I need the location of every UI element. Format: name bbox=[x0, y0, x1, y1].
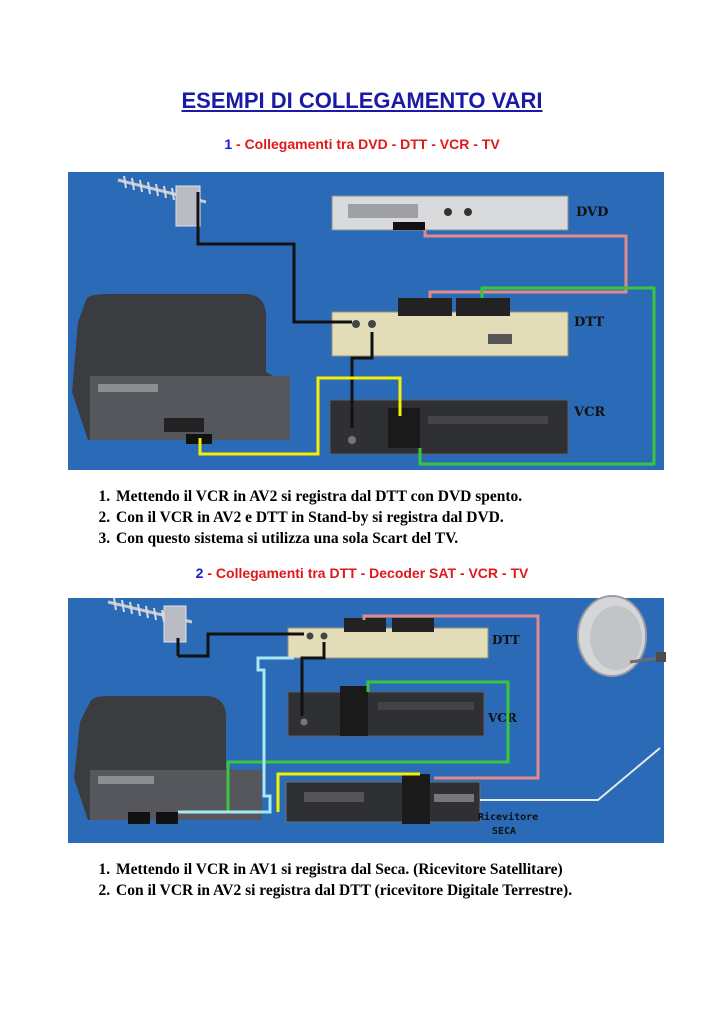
note-item: Mettendo il VCR in AV2 si registra dal D… bbox=[114, 486, 522, 507]
section1-notes: Mettendo il VCR in AV2 si registra dal D… bbox=[90, 486, 522, 549]
section1-heading-text: Collegamenti tra DVD - DTT - VCR - TV bbox=[244, 136, 500, 152]
lightblue-scart-cable bbox=[178, 656, 294, 814]
dtt-decoder-icon: DTT bbox=[287, 618, 520, 659]
receiver-label-line2: SECA bbox=[492, 826, 516, 837]
diagram-dtt-sat-vcr-tv: DTT VCR Ricevitore SECA bbox=[68, 597, 664, 843]
diagram2-svg: DTT VCR Ricevitore SECA bbox=[74, 597, 661, 837]
dtt-label: DTT bbox=[492, 633, 520, 647]
tv-icon bbox=[74, 696, 262, 824]
section2-notes: Mettendo il VCR in AV1 si registra dal S… bbox=[90, 859, 572, 901]
yellow-scart-cable bbox=[276, 772, 420, 812]
section1-separator: - bbox=[232, 136, 245, 152]
note-item: Mettendo il VCR in AV1 si registra dal S… bbox=[114, 859, 572, 880]
diagram-dvd-dtt-vcr-tv: DVD DTT VCR bbox=[68, 172, 664, 470]
green-scart-cable bbox=[418, 286, 656, 466]
section2-number: 2 bbox=[195, 565, 204, 581]
tv-icon bbox=[72, 294, 290, 444]
pink-scart-cable bbox=[423, 230, 628, 298]
note-item: Con il VCR in AV2 si registra dal DTT (r… bbox=[114, 880, 572, 901]
yellow-scart-cable bbox=[198, 376, 402, 456]
antenna-cable bbox=[178, 632, 304, 658]
diagram1-svg: DVD DTT VCR bbox=[72, 175, 656, 466]
pink-scart-cable bbox=[362, 614, 540, 780]
vcr-icon: VCR bbox=[329, 399, 605, 455]
vcr-label: VCR bbox=[573, 405, 605, 420]
vcr-icon: VCR bbox=[287, 686, 518, 737]
rf-cable bbox=[300, 642, 326, 716]
satellite-cable bbox=[480, 747, 661, 801]
section2-heading-text: Collegamenti tra DTT - Decoder SAT - VCR… bbox=[215, 565, 529, 581]
rf-cable bbox=[350, 332, 374, 428]
antenna-icon bbox=[107, 597, 193, 656]
satellite-dish-icon bbox=[577, 595, 666, 677]
section1-number: 1 bbox=[224, 136, 233, 152]
receiver-label-line1: Ricevitore bbox=[478, 811, 538, 823]
antenna-icon bbox=[117, 175, 207, 234]
section2-separator: - bbox=[203, 565, 216, 581]
section2-heading: 2 - Collegamenti tra DTT - Decoder SAT -… bbox=[0, 565, 724, 581]
dvd-label: DVD bbox=[576, 205, 608, 220]
dvd-player-icon: DVD bbox=[331, 195, 608, 231]
vcr-label: VCR bbox=[487, 711, 518, 725]
cables bbox=[178, 614, 661, 814]
cables bbox=[196, 230, 656, 466]
section1-heading: 1 - Collegamenti tra DVD - DTT - VCR - T… bbox=[0, 136, 724, 152]
page-title: ESEMPI DI COLLEGAMENTO VARI bbox=[181, 88, 543, 113]
note-item: Con questo sistema si utilizza una sola … bbox=[114, 528, 522, 549]
dtt-label: DTT bbox=[574, 315, 604, 330]
antenna-cable bbox=[196, 234, 352, 324]
note-item: Con il VCR in AV2 e DTT in Stand-by si r… bbox=[114, 507, 522, 528]
sat-receiver-icon: Ricevitore SECA bbox=[285, 774, 538, 837]
